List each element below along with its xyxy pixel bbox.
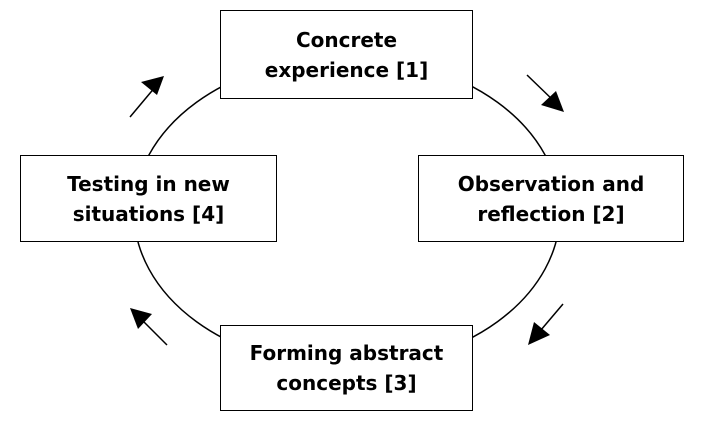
- arrow-4-to-1: [129, 76, 164, 118]
- stage-box-forming-abstract-concepts: Forming abstract concepts [3]: [220, 325, 473, 411]
- arrow-3-to-4: [130, 308, 168, 346]
- arrow-2-to-3: [528, 303, 564, 345]
- stage-box-observation-reflection: Observation and reflection [2]: [418, 155, 684, 242]
- stage-label-line: situations [4]: [72, 201, 225, 226]
- stage-label-line: Testing in new: [67, 171, 230, 196]
- stage-label-line: reflection [2]: [477, 201, 625, 226]
- stage-box-concrete-experience: Concrete experience [1]: [220, 10, 473, 99]
- stage-label-line: concepts [3]: [276, 371, 417, 395]
- stage-label-line: Concrete: [295, 27, 398, 52]
- arrow-1-to-2: [526, 74, 564, 112]
- stage-label-line: Forming abstract: [249, 341, 444, 365]
- stage-label-line: Observation and: [457, 171, 645, 196]
- stage-label-line: experience [1]: [264, 57, 429, 82]
- stage-box-testing-new-situations: Testing in new situations [4]: [20, 155, 277, 242]
